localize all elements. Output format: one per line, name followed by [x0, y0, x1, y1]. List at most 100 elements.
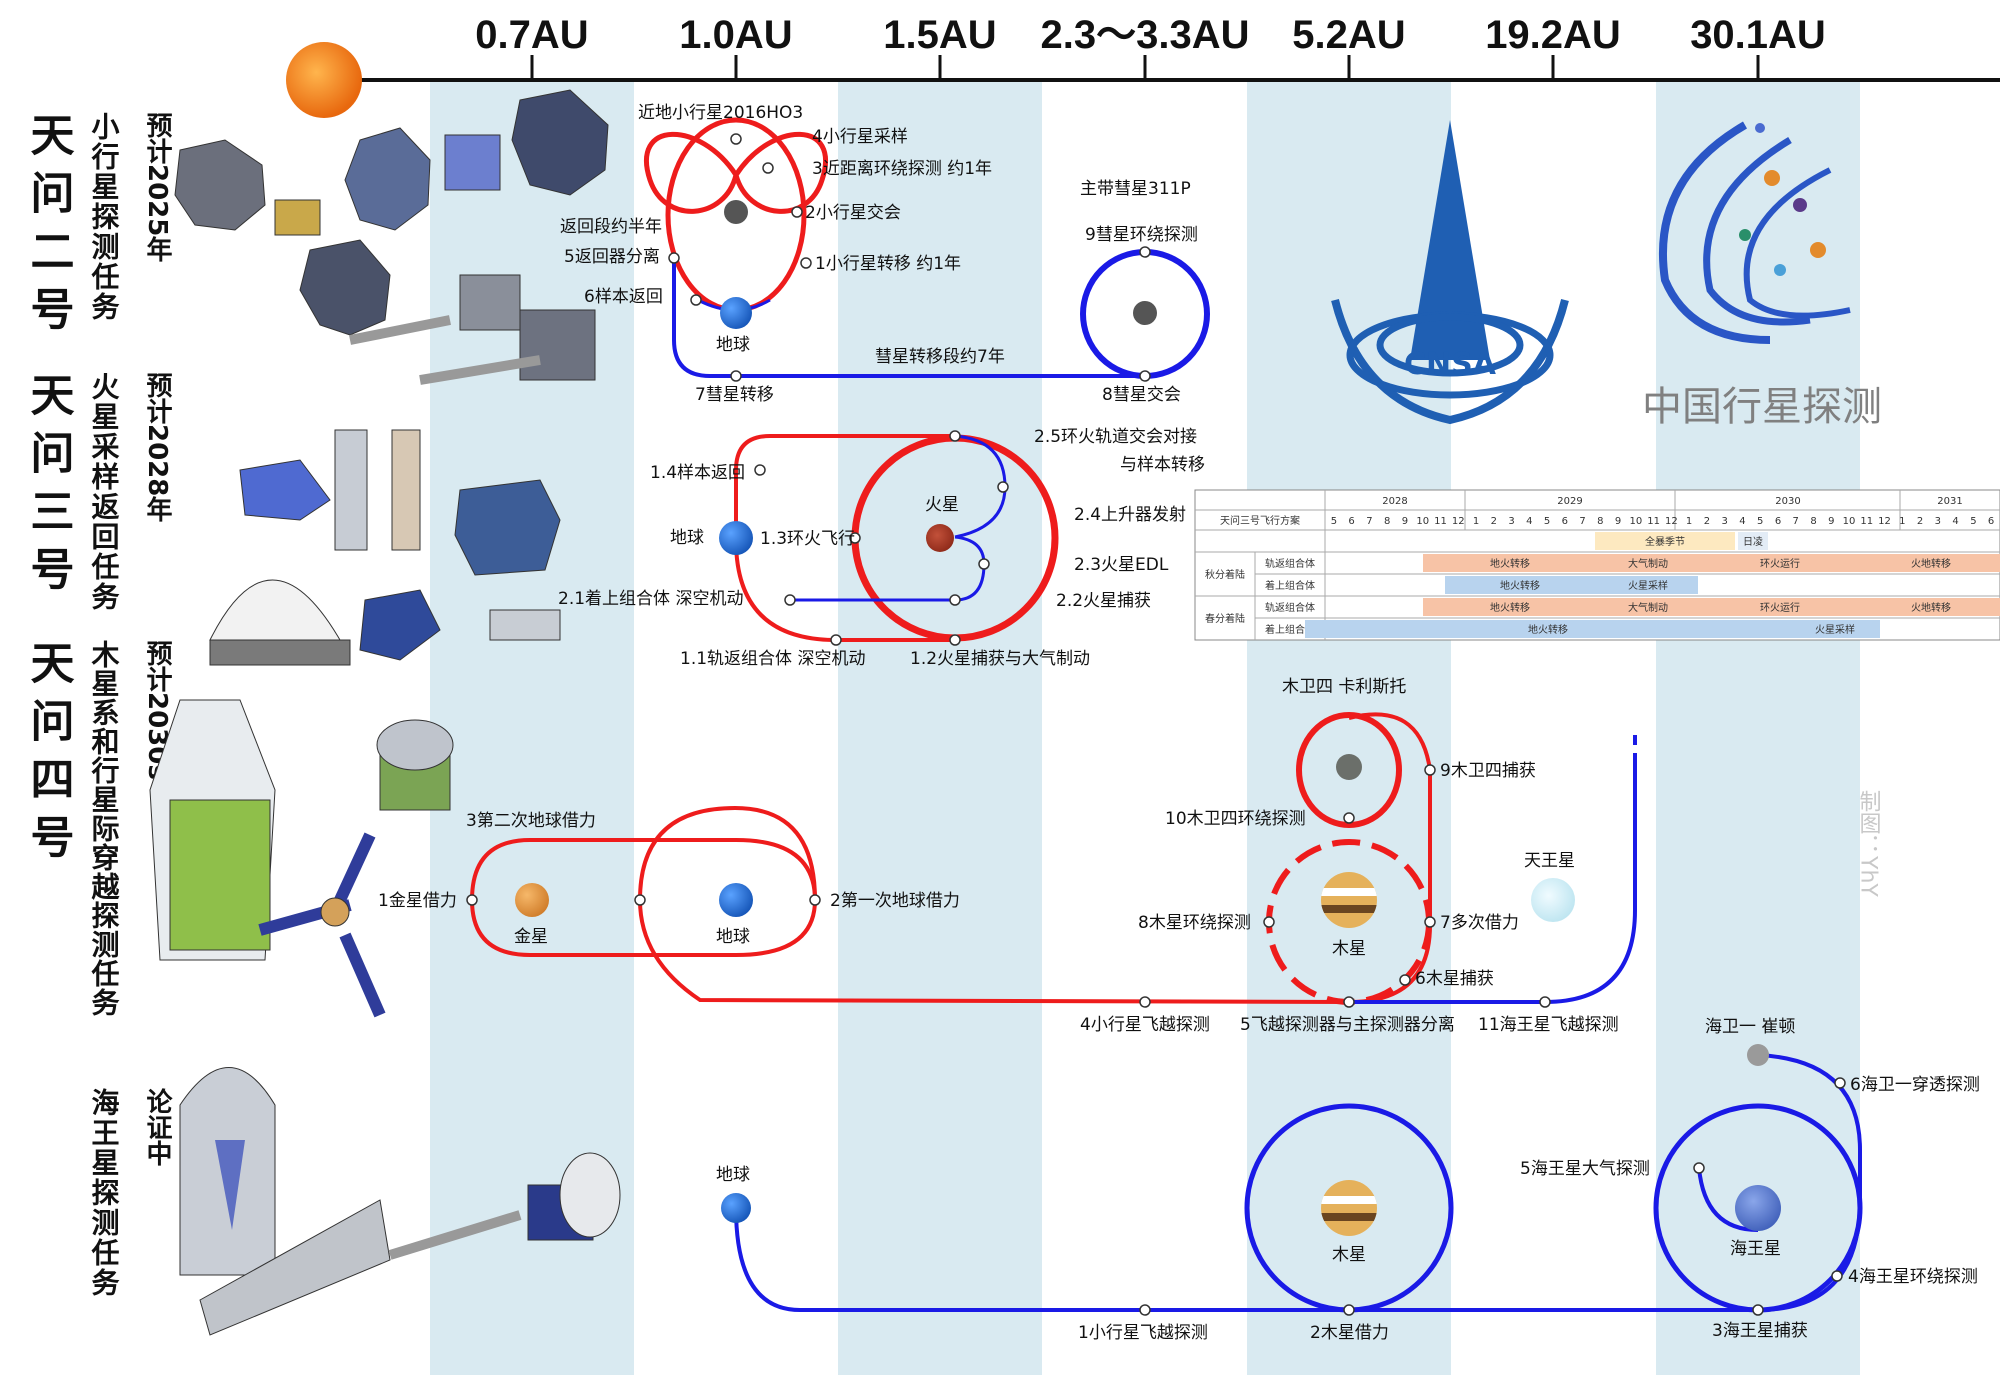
tw3-step: 2.4上升器发射	[1074, 505, 1186, 525]
tw4-step: 2第一次地球借力	[830, 891, 960, 911]
au-axis: 0.7AU 1.0AU 1.5AU 2.3～3.3AU 5.2AU 19.2AU…	[345, 13, 2000, 82]
schedule-month: 11	[1647, 516, 1660, 527]
asteroid-2016ho3-icon	[724, 200, 748, 224]
tw4-step: 10木卫四环绕探测	[1165, 809, 1306, 829]
tw2-step: 7彗星转移	[695, 385, 774, 405]
tw2-step: 9彗星环绕探测	[1085, 225, 1198, 245]
tw4-earth-label: 地球	[716, 927, 750, 947]
neptune-jupiter-label: 木星	[1332, 1245, 1366, 1265]
tw3-step: 2.5环火轨道交会对接	[1034, 427, 1197, 447]
neptune-labels: 1小行星飞越探测 2木星借力 3海王星捕获 4海王星环绕探测 5海王星大气探测 …	[716, 1017, 1980, 1343]
schedule-month: 10	[1843, 516, 1856, 527]
neptune-triton-label: 海卫一 崔顿	[1705, 1017, 1795, 1037]
schedule-month: 9	[1828, 516, 1834, 527]
tw2-step: 4小行星采样	[812, 127, 908, 147]
schedule-month: 7	[1793, 516, 1799, 527]
tw4-step: 3第二次地球借力	[466, 811, 596, 831]
schedule-month: 2	[1917, 516, 1923, 527]
neptune-step: 5海王星大气探测	[1520, 1159, 1650, 1179]
tw2-earth-label: 地球	[716, 335, 750, 355]
schedule-month: 1	[1686, 516, 1692, 527]
tw2-step: 2小行星交会	[805, 203, 901, 223]
neptune-step: 3海王星捕获	[1712, 1321, 1808, 1341]
schedule-title: 天问三号飞行方案	[1220, 514, 1300, 527]
tw3-step: 2.3火星EDL	[1074, 555, 1169, 575]
schedule-cell: 地火转移	[1490, 601, 1530, 614]
season-label: 全暴季节	[1645, 535, 1685, 548]
planetary-logo-text: 中国行星探测	[1642, 384, 1882, 430]
tw2-step: 8彗星交会	[1102, 385, 1181, 405]
mission-desc: 木星系和行星际穿越探测任务	[88, 640, 121, 1017]
schedule-month: 9	[1402, 516, 1408, 527]
tw2-step: 1小行星转移 约1年	[815, 254, 961, 274]
neptune-icon	[1735, 1185, 1781, 1231]
schedule-month: 9	[1615, 516, 1621, 527]
schedule-month: 1	[1899, 516, 1905, 527]
schedule-month: 10	[1416, 516, 1429, 527]
cnsa-logo: CNSA	[1331, 120, 1569, 425]
callisto-icon	[1336, 754, 1362, 780]
schedule-month: 8	[1810, 516, 1816, 527]
triton-icon	[1747, 1044, 1769, 1066]
schedule-month: 7	[1366, 516, 1372, 527]
uranus-icon	[1531, 878, 1575, 922]
schedule-month: 6	[1348, 516, 1354, 527]
tw4-step: 6木星捕获	[1415, 969, 1494, 989]
schedule-row-name: 轨返组合体	[1265, 601, 1315, 614]
neptune-step: 1小行星飞越探测	[1078, 1323, 1208, 1343]
schedule-cell: 火星采样	[1628, 579, 1668, 592]
schedule-cell: 环火运行	[1760, 601, 1800, 614]
tw4-step: 5飞越探测器与主探测器分离	[1240, 1015, 1455, 1035]
mission-desc: 小行星探测任务	[88, 112, 121, 322]
tw3-step: 1.3环火飞行	[760, 529, 855, 549]
tw4-waypoints	[466, 764, 1551, 1008]
au-label: 2.3～3.3AU	[1041, 13, 1250, 57]
schedule-month: 11	[1860, 516, 1873, 527]
mission-labels: 天问二号 小行星探测任务 预计2025年 天问三号 火星采样返回任务 预计202…	[23, 112, 173, 1298]
tw3-step: 2.1着上组合体 深空机动	[558, 589, 743, 609]
tw4-step: 9木卫四捕获	[1440, 761, 1536, 781]
mission-name: 天问二号	[23, 112, 75, 344]
schedule-month: 3	[1508, 516, 1514, 527]
mission-name: 天问四号	[23, 640, 75, 872]
schedule-month: 12	[1878, 516, 1891, 527]
neptune-step: 2木星借力	[1310, 1323, 1389, 1343]
earth-icon	[720, 297, 752, 329]
tw4-step: 8木星环绕探测	[1138, 913, 1251, 933]
tw4-spacecraft-icon	[149, 699, 454, 1018]
au-bands	[430, 80, 1860, 1375]
tw4-labels: 1金星借力 2第一次地球借力 3第二次地球借力 4小行星飞越探测 5飞越探测器与…	[378, 677, 1619, 1035]
tw2-transfer-note: 彗星转移段约7年	[875, 347, 1005, 367]
schedule-month: 3	[1722, 516, 1728, 527]
planetary-exploration-logo: 中国行星探测	[1642, 121, 1882, 430]
schedule-cell: 大气制动	[1628, 557, 1668, 570]
schedule-month: 3	[1935, 516, 1941, 527]
tw4-callisto-label: 木卫四 卡利斯托	[1282, 677, 1406, 697]
neptune-earth-label: 地球	[716, 1165, 750, 1185]
schedule-month: 6	[1562, 516, 1568, 527]
schedule-month: 11	[1434, 516, 1447, 527]
tw3-step: 2.2火星捕获	[1056, 591, 1151, 611]
credit-text: 制图：YhY	[1856, 790, 1882, 897]
tw2-comet-label: 主带彗星311P	[1080, 179, 1191, 199]
schedule-month: 6	[1775, 516, 1781, 527]
schedule-row-name: 轨返组合体	[1265, 557, 1315, 570]
comet-311p-icon	[1133, 301, 1157, 325]
schedule-month: 6	[1988, 516, 1994, 527]
tw2-step: 5返回器分离	[564, 247, 660, 267]
tw3-mars-label: 火星	[925, 495, 959, 515]
schedule-cell: 地火转移	[1500, 579, 1540, 592]
tw3-labels: 2.5环火轨道交会对接 与样本转移 2.4上升器发射 2.3火星EDL 2.2火…	[558, 427, 1205, 669]
tw2-return-note: 返回段约半年	[560, 217, 662, 237]
tw2-step: 6样本返回	[584, 287, 663, 307]
schedule-month: 2	[1704, 516, 1710, 527]
au-label: 1.0AU	[679, 13, 792, 57]
earth-icon	[721, 1193, 751, 1223]
mission-plan: 预计2025年	[142, 112, 172, 262]
jupiter-icon	[1321, 1180, 1377, 1236]
tw4-venus-label: 金星	[514, 927, 548, 947]
schedule-month: 4	[1952, 516, 1958, 527]
schedule-month: 4	[1526, 516, 1532, 527]
